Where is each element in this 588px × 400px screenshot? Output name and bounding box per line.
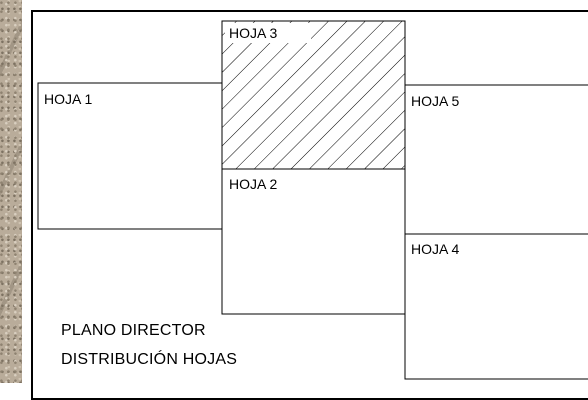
caption-title: PLANO DIRECTOR: [61, 322, 206, 339]
sheet-hoja-3: HOJA 3: [221, 20, 406, 170]
label-mask: [225, 23, 311, 43]
sheet-hoja-4: HOJA 4: [404, 233, 588, 380]
sheet-label-hoja-4: HOJA 4: [411, 241, 459, 257]
sheet-hoja-2: HOJA 2: [221, 168, 406, 315]
sheet-label-hoja-1: HOJA 1: [44, 91, 92, 107]
sheet-hoja-5: HOJA 5: [404, 84, 588, 235]
sheet-hoja-1: HOJA 1: [37, 82, 223, 230]
caption-subtitle: DISTRIBUCIÓN HOJAS: [61, 351, 238, 368]
sheet-label-hoja-2: HOJA 2: [229, 176, 277, 192]
sheet-distribution-diagram: HOJA 1 HOJA 5 HOJA 4 HOJA 2 HOJA 3: [37, 20, 588, 380]
map-image-edge: [0, 0, 22, 383]
sheet-label-hoja-3: HOJA 3: [229, 25, 277, 41]
sheet-label-hoja-5: HOJA 5: [411, 93, 459, 109]
